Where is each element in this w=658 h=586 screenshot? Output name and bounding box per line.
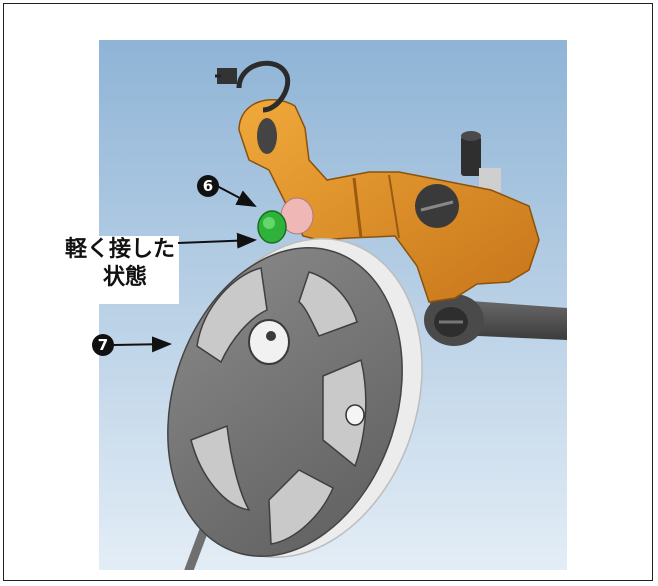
- wheel-cutout-5: [190, 424, 251, 511]
- wheel-cutout-3: [322, 358, 367, 468]
- wheel-hub: [248, 319, 290, 365]
- top-screw-head: [461, 131, 481, 141]
- bracket-edge-1: [352, 177, 363, 239]
- contact-state-line-2: 状態: [102, 265, 147, 290]
- bracket-edge-2: [388, 174, 400, 239]
- wheel-cutout-2: [298, 271, 358, 337]
- top-screw: [461, 136, 481, 176]
- figure-frame: 軽く接した 状態 6 7: [3, 3, 653, 581]
- green-roller-highlight: [263, 217, 275, 229]
- callout-7-badge: 7: [92, 334, 114, 356]
- wheel-small-hole: [345, 404, 365, 426]
- wheel-hub-bolt: [266, 331, 276, 341]
- bracket-screw-slot: [420, 200, 454, 212]
- mechanism-render: [99, 40, 567, 570]
- orange-bracket: [238, 98, 540, 303]
- top-screw-block: [479, 168, 501, 192]
- callout-6-badge: 6: [197, 175, 219, 197]
- wire-loop: [236, 60, 291, 113]
- connector-block: [217, 68, 237, 84]
- mechanism-illustration: [99, 40, 567, 570]
- wheel-cutout-1: [196, 267, 268, 364]
- contact-state-label: 軽く接した 状態: [14, 236, 179, 304]
- wheel-cutout-4: [268, 469, 334, 545]
- contact-state-line-1: 軽く接した: [64, 237, 175, 262]
- bracket-hole: [257, 118, 277, 154]
